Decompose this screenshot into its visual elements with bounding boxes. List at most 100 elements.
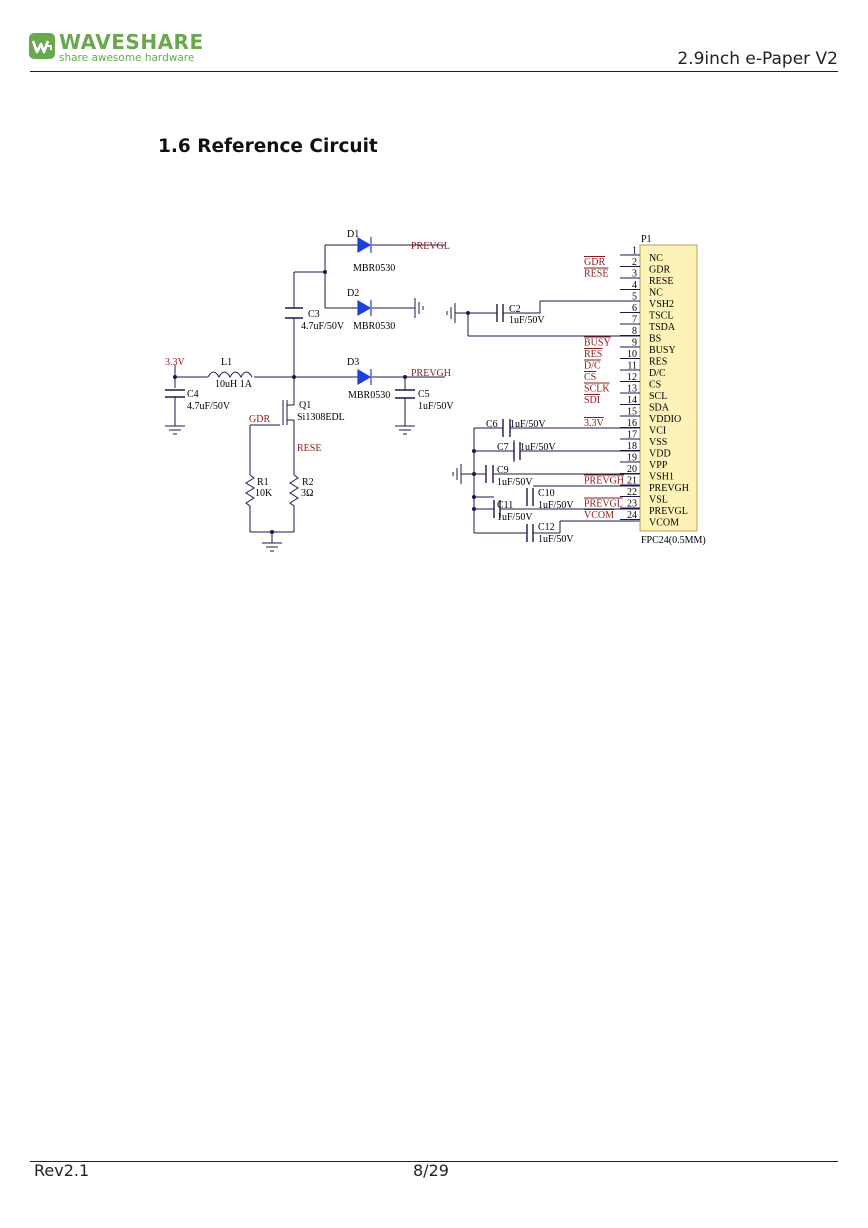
c5-value: 1uF/50V: [418, 401, 454, 412]
pin-number: 11: [627, 361, 637, 372]
pin-name: RESE: [649, 276, 673, 287]
pin-net-label: VCOM: [584, 510, 614, 521]
pin-name: GDR: [649, 265, 670, 276]
pin-net-label: PREVGL: [584, 499, 623, 510]
header-divider: [30, 71, 838, 72]
c4-value: 4.7uF/50V: [187, 401, 231, 412]
pin-number: 20: [627, 464, 637, 475]
pin-net-label: CS: [584, 372, 596, 383]
pin-net-label: D/C: [584, 361, 601, 372]
d2-part: MBR0530: [353, 321, 395, 332]
pin-number: 18: [627, 441, 637, 452]
waveshare-logo-icon: [29, 33, 55, 59]
pin-net-label: PREVGH: [584, 476, 624, 487]
pin-number: 12: [627, 372, 637, 383]
c9-value: 1uF/50V: [497, 477, 533, 488]
c5-ref: C5: [418, 389, 430, 400]
c4-ref: C4: [187, 389, 199, 400]
pin-number: 21: [627, 476, 637, 487]
pin-name: VSL: [649, 495, 668, 506]
r1-value: 10K: [255, 488, 273, 499]
revision-label: Rev2.1: [34, 1161, 90, 1180]
pin-name: VPP: [649, 460, 668, 471]
pin-number: 4: [632, 280, 637, 291]
pin-number: 16: [627, 418, 637, 429]
pin-name: PREVGH: [649, 483, 689, 494]
pin-number: 8: [632, 326, 637, 337]
c3-value: 4.7uF/50V: [301, 321, 345, 332]
d1-part: MBR0530: [353, 263, 395, 274]
c3-ref: C3: [308, 309, 320, 320]
pin-name: VSH2: [649, 299, 674, 310]
r2-ref: R2: [302, 477, 314, 488]
l1-value: 10uH 1A: [215, 379, 253, 390]
section-heading: 1.6 Reference Circuit: [158, 136, 378, 157]
pin-number: 3: [632, 269, 637, 280]
logo-tagline: share awesome hardware: [59, 52, 195, 64]
pin-name: BUSY: [649, 345, 676, 356]
pin-number: 13: [627, 384, 637, 395]
pin-name: VCOM: [649, 518, 679, 529]
pin-name: VCI: [649, 426, 666, 437]
pin-net-label: SDI: [584, 395, 600, 406]
c11-ref: C11: [497, 500, 513, 511]
c7-value: 1uF/50V: [520, 442, 556, 453]
pin-number: 10: [627, 349, 637, 360]
c6-ref: C6: [486, 419, 498, 430]
d3-net-label: PREVGH: [411, 368, 451, 379]
connector-pins: 1NC2GDRGDR3RESERESE4NC5VSH26TSCL7TSDA8BS…: [584, 246, 689, 529]
pin-net-label: GDR: [584, 257, 605, 268]
pin-name: VSH1: [649, 472, 674, 483]
pin-number: 5: [632, 292, 637, 303]
pin-number: 15: [627, 407, 637, 418]
pin-name: VDDIO: [649, 414, 681, 425]
c10-value: 1uF/50V: [538, 500, 574, 511]
pin-net-label: SCLK: [584, 384, 610, 395]
c2-value: 1uF/50V: [509, 315, 545, 326]
r1-ref: R1: [257, 477, 269, 488]
q1-ref: Q1: [299, 400, 311, 411]
pin-number: 6: [632, 303, 637, 314]
c12-value: 1uF/50V: [538, 534, 574, 545]
document-title: 2.9inch e-Paper V2: [677, 49, 838, 69]
pin-name: SDA: [649, 403, 670, 414]
pin-net-label: RES: [584, 349, 602, 360]
d3-ref: D3: [347, 357, 359, 368]
pin-name: CS: [649, 380, 661, 391]
l1-ref: L1: [221, 357, 232, 368]
pin-name: NC: [649, 288, 663, 299]
pin-net-label: BUSY: [584, 338, 611, 349]
pin-name: PREVGL: [649, 506, 688, 517]
r2-value: 3Ω: [301, 488, 313, 499]
pin-net-label: 3.3V: [584, 418, 605, 429]
c10-ref: C10: [538, 488, 555, 499]
vin-net-label: 3.3V: [165, 357, 186, 368]
pin-number: 19: [627, 453, 637, 464]
q1-part: Si1308EDL: [297, 412, 345, 423]
connector-ref: P1: [641, 234, 652, 245]
pin-number: 2: [632, 257, 637, 268]
pin-number: 23: [627, 499, 637, 510]
pin-number: 24: [627, 510, 637, 521]
d1-ref: D1: [347, 229, 359, 240]
pin-name: TSCL: [649, 311, 673, 322]
waveshare-logo: WAVESHARE share awesome hardware: [28, 30, 203, 66]
pin-name: VDD: [649, 449, 671, 460]
pin-number: 14: [627, 395, 637, 406]
page-number: 8/29: [413, 1161, 449, 1180]
pin-number: 22: [627, 487, 637, 498]
pin-number: 1: [632, 246, 637, 257]
c6-value: 1uF/50V: [510, 419, 546, 430]
c7-ref: C7: [497, 442, 509, 453]
c9-ref: C9: [497, 465, 509, 476]
c2-ref: C2: [509, 304, 521, 315]
gdr-net-label: GDR: [249, 414, 270, 425]
d2-ref: D2: [347, 288, 359, 299]
pin-name: RES: [649, 357, 667, 368]
pin-name: D/C: [649, 368, 666, 379]
d3-part: MBR0530: [348, 390, 390, 401]
logo-name: WAVESHARE: [59, 30, 204, 54]
pin-name: VSS: [649, 437, 667, 448]
pin-number: 9: [632, 338, 637, 349]
